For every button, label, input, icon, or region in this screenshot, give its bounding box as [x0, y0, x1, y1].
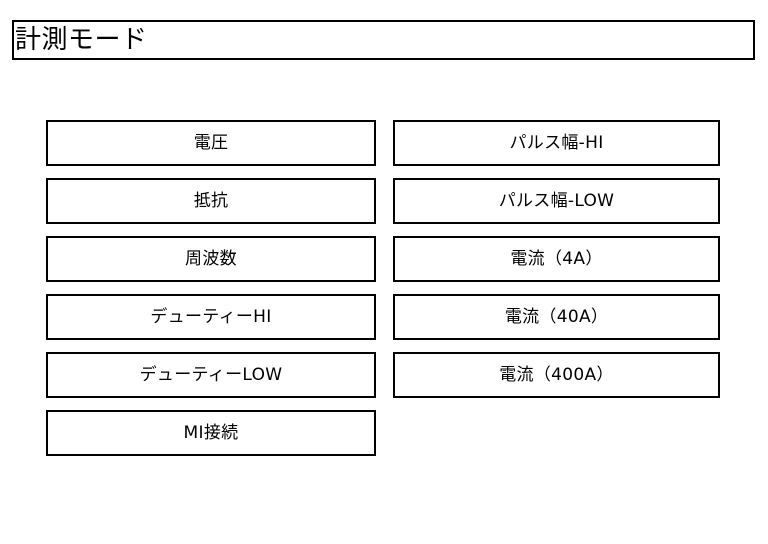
mode-button-current-40a[interactable]: 電流（40A） — [393, 294, 720, 340]
mode-button-label: MI接続 — [183, 422, 239, 443]
mode-button-label: 電流（40A） — [504, 306, 609, 327]
mode-button-voltage[interactable]: 電圧 — [46, 120, 376, 166]
mode-button-duty-low[interactable]: デューティーLOW — [46, 352, 376, 398]
mode-button-label: デューティーHI — [150, 306, 272, 327]
mode-button-frequency[interactable]: 周波数 — [46, 236, 376, 282]
mode-button-mi-connection[interactable]: MI接続 — [46, 410, 376, 456]
mode-button-label: 電流（400A） — [499, 364, 614, 385]
mode-button-current-400a[interactable]: 電流（400A） — [393, 352, 720, 398]
mode-button-label: 抵抗 — [193, 190, 229, 211]
mode-button-label: 周波数 — [185, 248, 237, 269]
mode-button-pulse-width-low[interactable]: パルス幅-LOW — [393, 178, 720, 224]
mode-button-label: 電圧 — [193, 132, 229, 153]
mode-button-resistance[interactable]: 抵抗 — [46, 178, 376, 224]
mode-button-label: パルス幅-HI — [509, 132, 604, 153]
left-column: 電圧 抵抗 周波数 デューティーHI デューティーLOW MI接続 — [46, 120, 376, 456]
mode-button-label: パルス幅-LOW — [498, 190, 615, 211]
title-bar: 計測モード — [12, 20, 755, 60]
mode-button-duty-hi[interactable]: デューティーHI — [46, 294, 376, 340]
mode-button-label: デューティーLOW — [139, 364, 283, 385]
mode-button-label: 電流（4A） — [510, 248, 603, 269]
mode-button-current-4a[interactable]: 電流（4A） — [393, 236, 720, 282]
right-column: パルス幅-HI パルス幅-LOW 電流（4A） 電流（40A） 電流（400A） — [393, 120, 720, 398]
mode-button-pulse-width-hi[interactable]: パルス幅-HI — [393, 120, 720, 166]
page-title: 計測モード — [15, 25, 148, 55]
